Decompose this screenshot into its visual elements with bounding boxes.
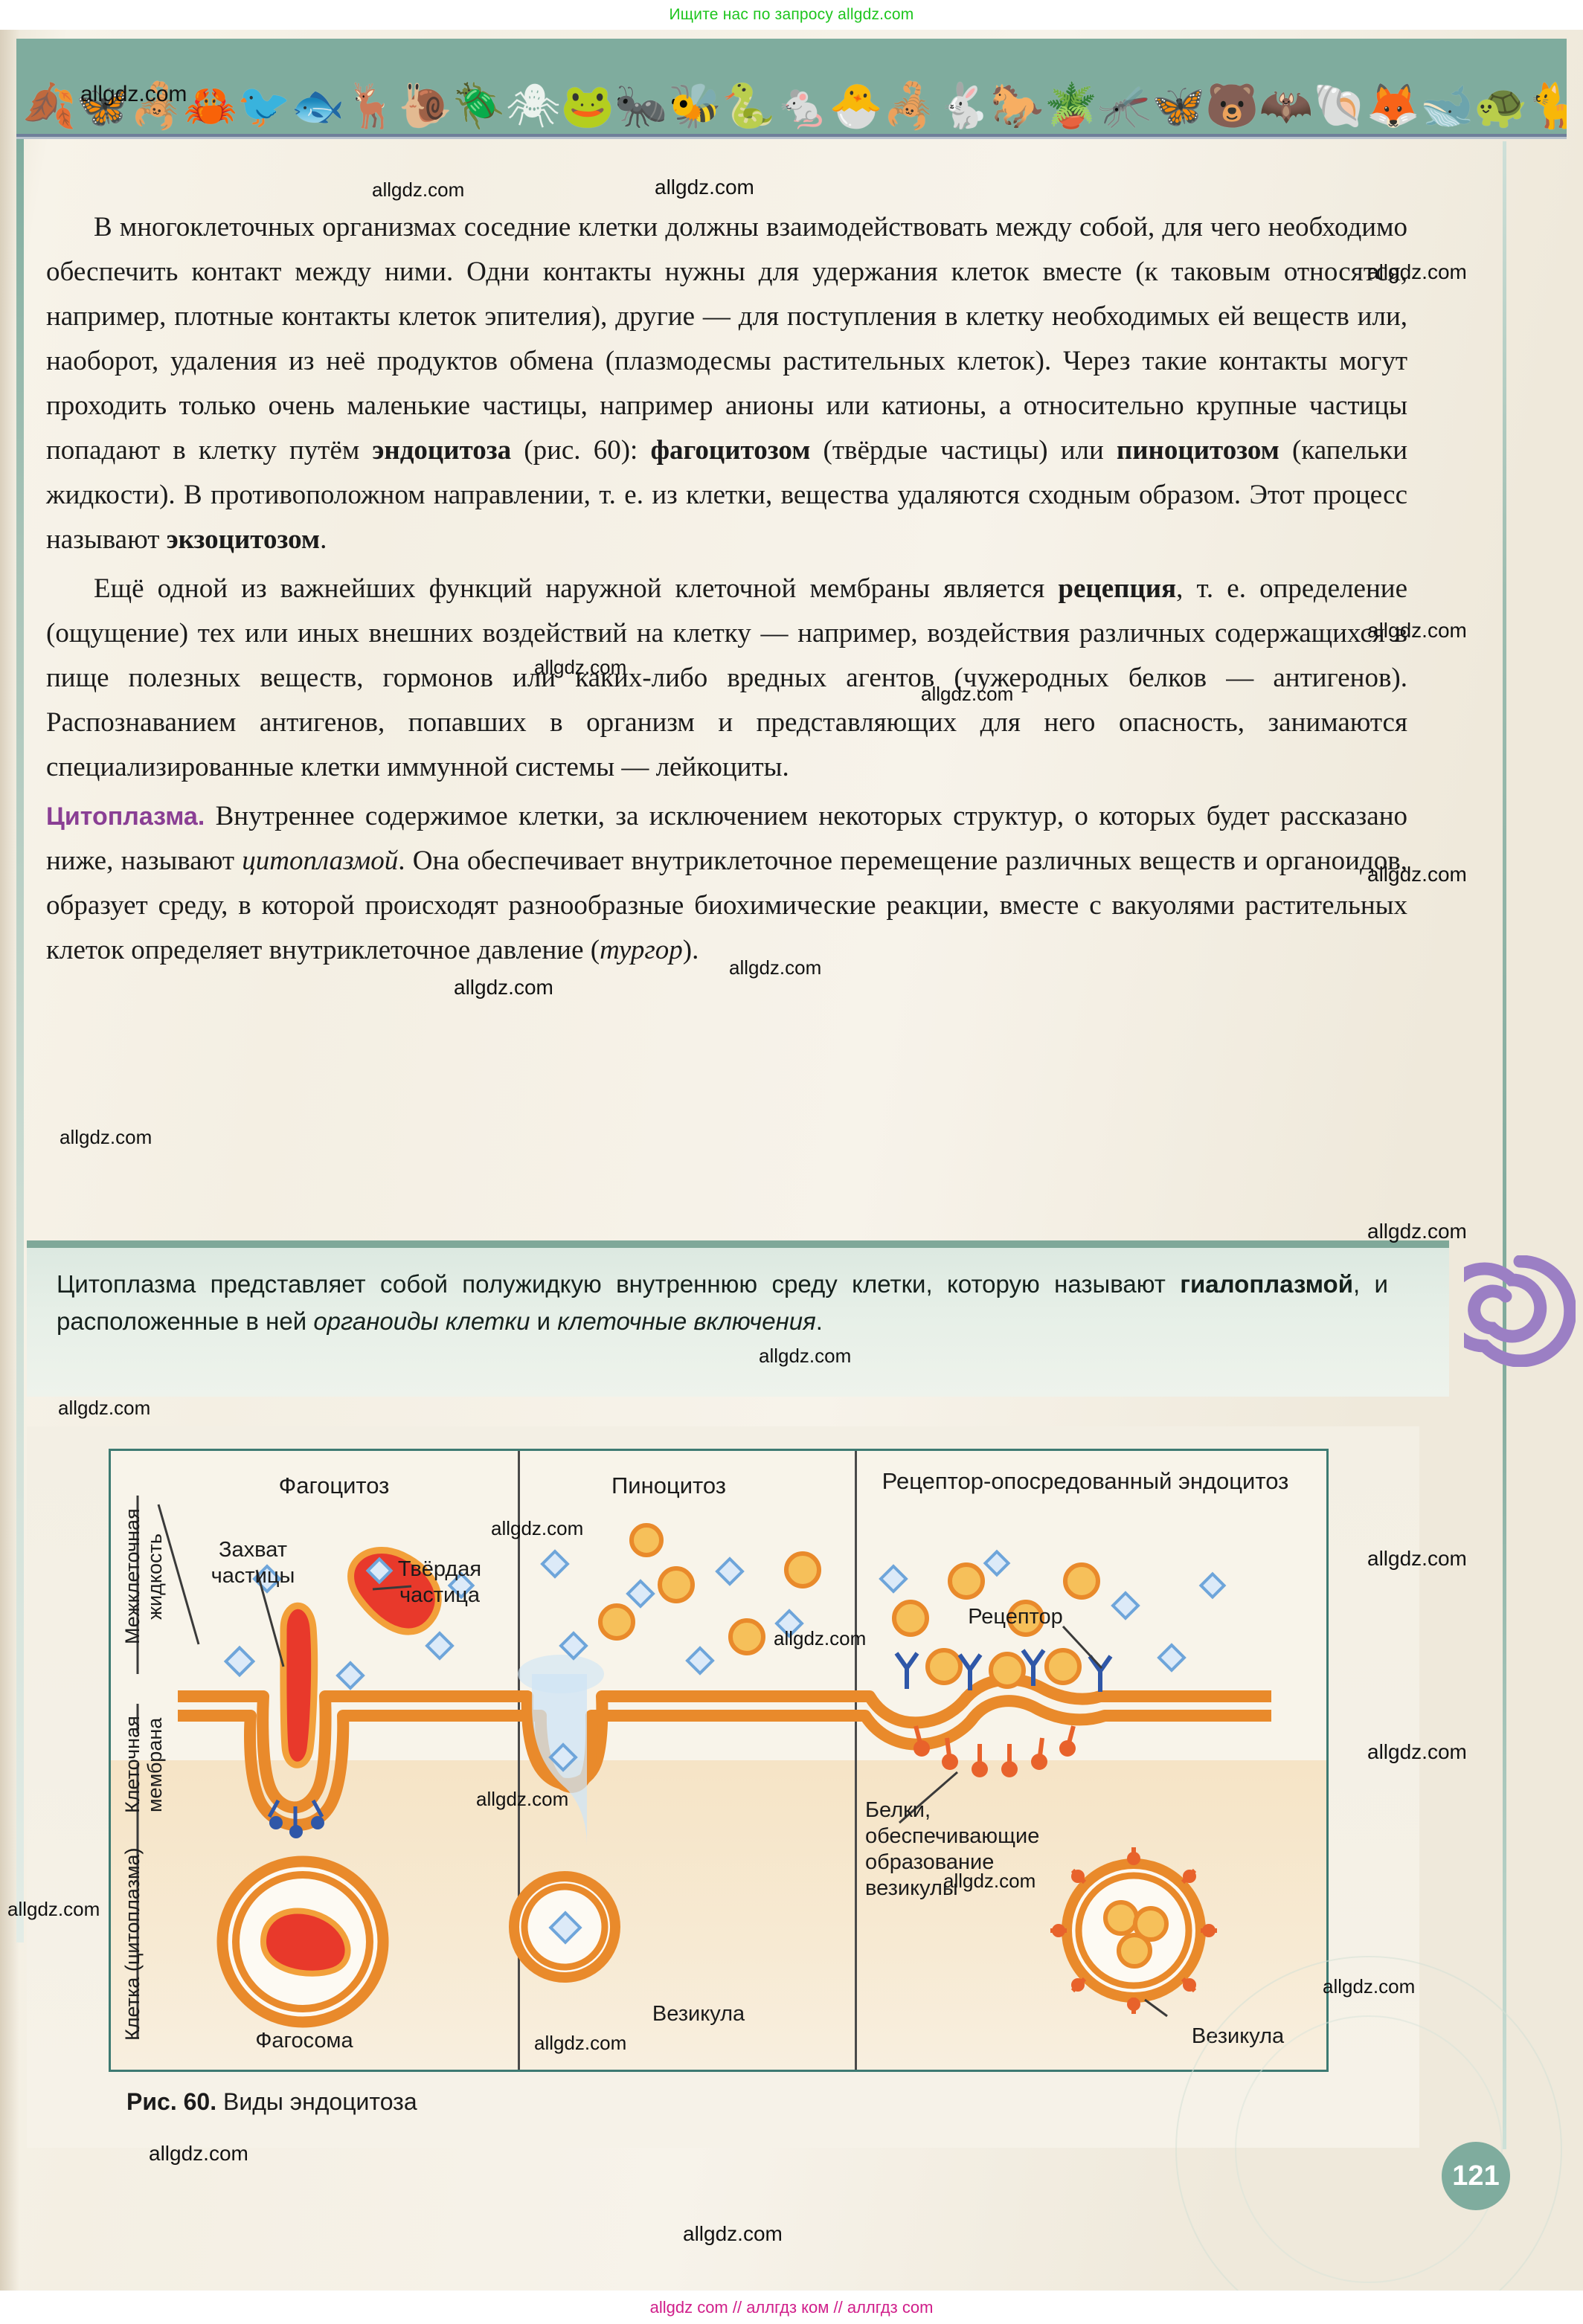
figure-side-label-extracellular-fluid: Межклеточная жидкость	[121, 1508, 166, 1645]
figure-side-label-cell-membrane: Клеточная мембрана	[121, 1716, 166, 1814]
whale-icon: 🐋	[1420, 82, 1474, 130]
figure-endocytosis-diagram: Фагоцитоз Пиноцитоз Рецептор-опосредован…	[109, 1449, 1329, 2072]
fox-icon: 🦊	[1366, 82, 1421, 130]
body-text-column: В многоклеточных организмах соседние кле…	[46, 205, 1407, 973]
leaf-icon: 🍂	[22, 82, 77, 130]
definition-callout-box	[27, 1240, 1449, 1397]
site-promo-banner-text: Ищите нас по запросу allgdz.com	[669, 6, 914, 23]
cat-icon: 🐈	[1527, 82, 1567, 130]
bear-icon: 🐻	[1205, 82, 1259, 130]
swallow-icon: 🐦	[237, 82, 292, 130]
strip-under-rule	[16, 137, 1567, 139]
strip-bottom-rule	[16, 134, 1567, 137]
spider-icon: 🕷	[505, 82, 561, 130]
snake-icon: 🐍	[722, 82, 776, 130]
definition-callout-topline	[27, 1240, 1449, 1248]
moth-icon: 🦋	[1152, 82, 1206, 130]
scorpion-icon: 🦂	[129, 82, 184, 130]
deer-icon: 🦌	[344, 82, 399, 130]
worm-icon: 🪴	[1044, 82, 1098, 130]
section-heading-term: Цитоплазма.	[46, 802, 205, 831]
horse-icon: 🐎	[990, 82, 1044, 130]
shell-icon: 🐚	[1312, 82, 1367, 130]
figure-label-vesicle-forming-proteins: Белки, обеспечивающие образование везику…	[865, 1798, 1040, 1900]
figure-column-title-receptor-endocytosis: Рецептор-опосредованный эндоцитоз	[882, 1468, 1289, 1494]
bat-icon: 🦇	[1259, 82, 1313, 130]
mouse-icon: 🐁	[775, 82, 829, 130]
figure-membrane-graphics	[136, 1496, 1271, 2038]
figure-caption-text: Виды эндоцитоза	[216, 2088, 417, 2115]
decorative-animal-strip: 🍂 🦋 🦂 🦀 🐦 🐟 🦌 🐌 🪲 🕷 🐸 🐜 🐝 🐍 🐁 🐣 🦂 🐇 🐎 🪴 …	[16, 39, 1567, 134]
figure-label-solid-particle: Твёрдая частица	[397, 1557, 482, 1607]
figure-label-receptor: Рецептор	[968, 1605, 1063, 1629]
figure-column-title-pinocytosis: Пиноцитоз	[611, 1472, 726, 1499]
page-decoration-circle-inner	[1235, 2015, 1503, 2283]
lizard-icon: 🦂	[882, 82, 937, 130]
fish-icon: 🐟	[291, 82, 345, 130]
bee-icon: 🐝	[668, 82, 722, 130]
site-footer-text: allgdz com // аллгдз ком // аллгдз com	[649, 2297, 934, 2317]
textbook-page: вает внутриклеточное перемещение различн…	[0, 30, 1583, 2291]
page-number-badge: 121	[1442, 2142, 1510, 2210]
site-footer-banner: allgdz com // аллгдз ком // аллгдз com	[0, 2291, 1583, 2324]
figure-label-vesicle-pinocytosis: Везикула	[652, 2002, 745, 2026]
figure-caption-label: Рис. 60.	[126, 2088, 217, 2115]
figure-divider-1	[518, 1451, 520, 2070]
left-margin-rule	[16, 39, 24, 1942]
figure-label-particle-capture: Захват частицы	[211, 1538, 295, 1588]
crab-icon: 🦀	[183, 82, 237, 130]
snail-icon: 🐌	[398, 82, 452, 130]
beetle-icon: 🪲	[452, 82, 506, 130]
figure-divider-2	[855, 1451, 857, 2070]
dragonfly-icon: 🦟	[1097, 82, 1152, 130]
ant-icon: 🐜	[614, 82, 669, 130]
figure-column-title-phagocytosis: Фагоцитоз	[278, 1472, 390, 1499]
figure-side-label-cell-cytoplasm: Клетка (цитоплазма)	[121, 1847, 144, 2041]
rabbit-icon: 🐇	[937, 82, 991, 130]
spiral-decoration-icon	[1464, 1255, 1576, 1367]
figure-label-phagosome: Фагосома	[255, 2029, 353, 2053]
butterfly-icon: 🦋	[76, 82, 130, 130]
page-number-text: 121	[1452, 2160, 1500, 2192]
site-promo-banner: Ищите нас по запросу allgdz.com	[0, 0, 1583, 30]
right-margin-rule	[1503, 141, 1506, 2149]
frog-icon: 🐸	[560, 82, 614, 130]
bird-icon: 🐣	[829, 82, 883, 130]
turtle-icon: 🐢	[1474, 82, 1528, 130]
paragraph-1: В многоклеточных организмах соседние кле…	[46, 212, 1408, 555]
figure-caption: Рис. 60. Виды эндоцитоза	[126, 2088, 417, 2116]
paragraph-2: Ещё одной из важнейших функций наружной …	[46, 573, 1407, 782]
paragraph-3: Цитоплазма. Внутреннее содержимое клетки…	[46, 801, 1407, 965]
animal-strip-icons: 🍂 🦋 🦂 🦀 🐦 🐟 🦌 🐌 🪲 🕷 🐸 🐜 🐝 🐍 🐁 🐣 🦂 🐇 🐎 🪴 …	[16, 59, 1567, 128]
page-gutter-shadow	[0, 30, 19, 2291]
definition-callout-text: Цитоплазма представляет собой полужидкую…	[57, 1270, 1388, 1335]
